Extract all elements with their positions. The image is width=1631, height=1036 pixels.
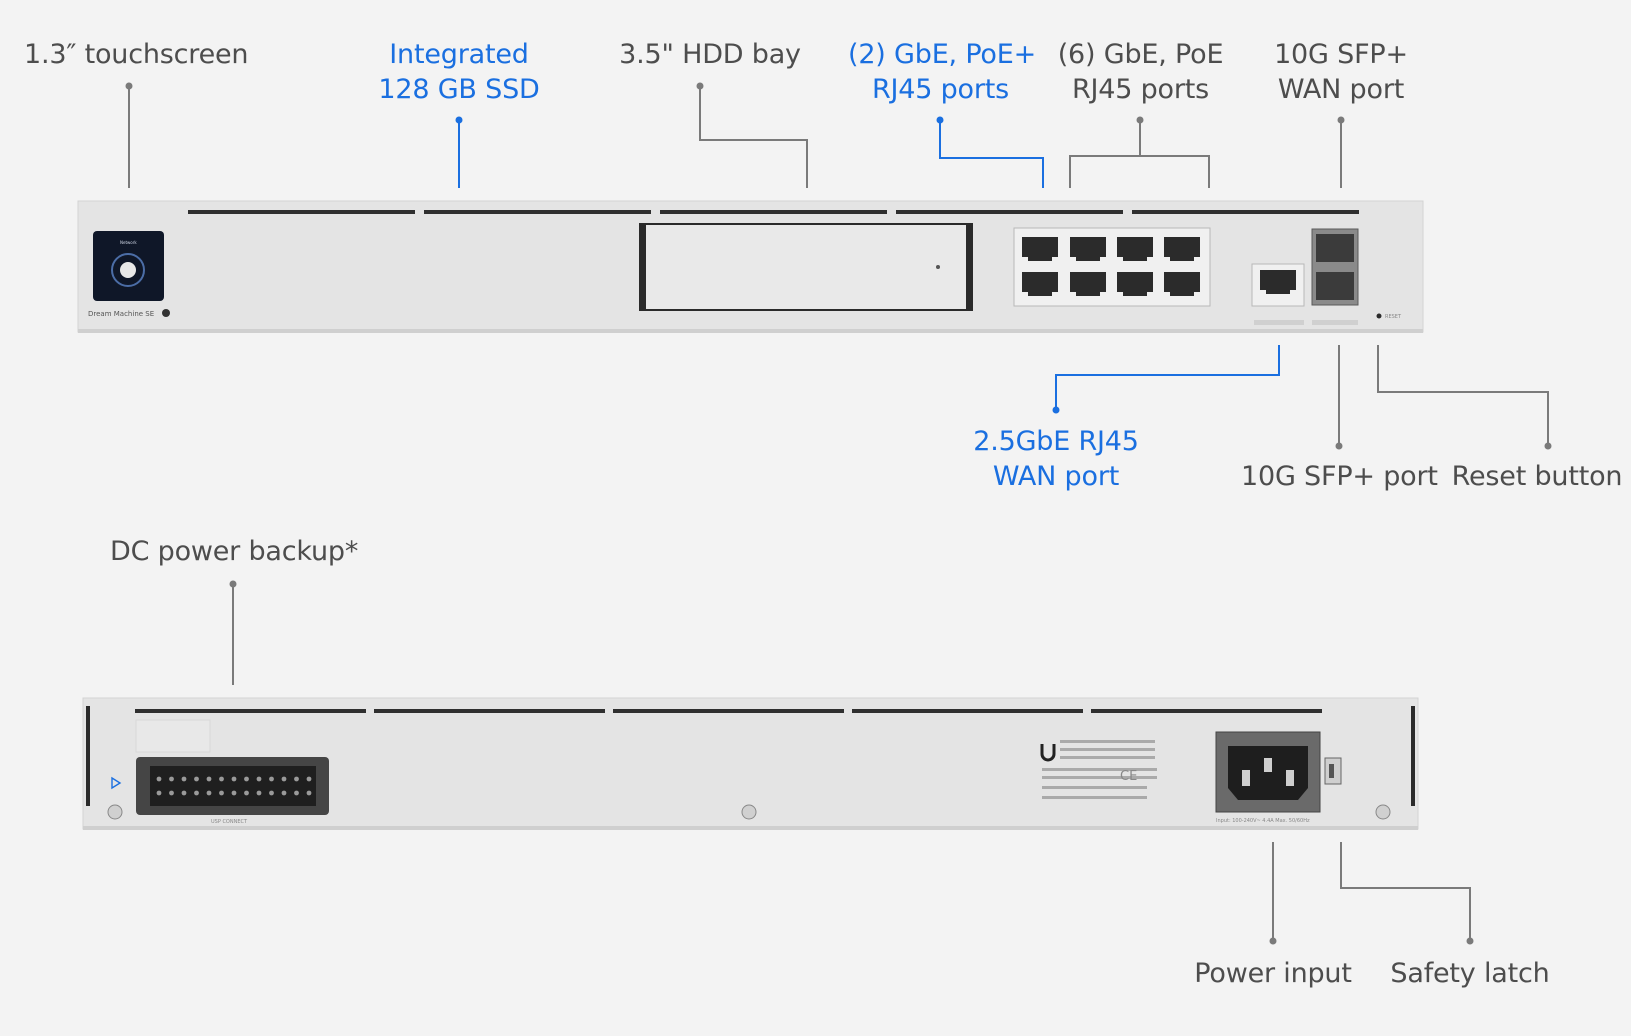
dc-connector-pin — [206, 790, 212, 796]
reset-pinhole — [1376, 313, 1382, 319]
dc-connector-pin — [256, 790, 262, 796]
status-led-icon — [111, 776, 122, 790]
dc-connector-pin — [181, 776, 187, 782]
label-sfp-port: 10G SFP+ port — [1241, 461, 1438, 492]
sfp-cages — [1311, 228, 1359, 325]
hdd-bay — [639, 223, 973, 311]
reset-text: RESET — [1385, 314, 1402, 320]
touchscreen-display: Network — [93, 231, 164, 301]
dc-connector-pin — [294, 790, 299, 796]
dc-connector-pin — [219, 790, 224, 796]
dc-connector-pin — [206, 776, 212, 782]
label-wan-2-5g-port: 2.5GbE RJ45 WAN port — [973, 426, 1139, 492]
dc-connector-pin — [281, 790, 287, 796]
label-poe-ports: (6) GbE, PoE RJ45 ports — [1057, 39, 1224, 105]
dc-connector-pin — [269, 790, 274, 796]
dc-connector-pin — [306, 776, 312, 782]
plus-logo-icon — [162, 309, 170, 317]
label-hdd-bay: 3.5" HDD bay — [619, 39, 801, 70]
dc-connector-pin — [219, 776, 224, 782]
dc-connector-pin — [244, 776, 249, 782]
label-sfp-wan-port: 10G SFP+ WAN port — [1274, 39, 1408, 105]
dc-connector-pin — [181, 790, 187, 796]
label-safety-latch: Safety latch — [1390, 958, 1550, 989]
dc-connector-pin — [194, 790, 199, 796]
dc-connector-pin — [244, 790, 249, 796]
label-poe-plus-ports: (2) GbE, PoE+ RJ45 ports — [848, 39, 1037, 105]
dc-connector-pin — [169, 776, 174, 782]
dc-connector-pin — [306, 790, 312, 796]
leader-dots — [125, 82, 1552, 945]
regulatory-label: CE — [1040, 740, 1157, 799]
label-reset-button: Reset button — [1451, 461, 1623, 492]
wan-2-5g-port — [1251, 263, 1305, 325]
front-panel: Network Dream Machine SE — [77, 200, 1424, 333]
label-dc-power-backup: DC power backup* — [110, 536, 359, 567]
dc-connector-pin — [156, 776, 162, 782]
svg-text:CE: CE — [1120, 769, 1137, 784]
dc-power-connector: USP CONNECT — [136, 757, 329, 825]
dc-connector-pin — [156, 790, 162, 796]
rear-vent-slots — [135, 709, 1322, 713]
rear-panel: USP CONNECT CE — [82, 697, 1419, 830]
dc-connector-pin — [269, 776, 274, 782]
power-inlet: Input: 100-240V~ 4.4A Max. 50/60Hz — [1215, 731, 1321, 824]
label-ssd: Integrated 128 GB SSD — [378, 39, 540, 105]
screen-label: Network — [120, 240, 137, 245]
model-name-label: Dream Machine SE — [88, 310, 154, 318]
label-power-input: Power input — [1194, 958, 1352, 989]
dc-connector-pin — [256, 776, 262, 782]
dc-connector-pin — [294, 776, 299, 782]
rj45-port-block — [1013, 227, 1211, 307]
dc-connector-pin — [194, 776, 199, 782]
dc-connector-pin — [231, 790, 237, 796]
dc-connector-pin — [231, 776, 237, 782]
dc-port-text: USP CONNECT — [211, 819, 248, 825]
front-vent-slots — [188, 210, 1359, 214]
power-rating-text: Input: 100-240V~ 4.4A Max. 50/60Hz — [1216, 818, 1310, 824]
dc-connector-pin — [281, 776, 287, 782]
dc-connector-pin — [169, 790, 174, 796]
screw-icons — [107, 804, 1391, 820]
leader-lines — [128, 86, 1549, 941]
label-touchscreen: 1.3″ touchscreen — [24, 39, 249, 70]
safety-latch — [1324, 757, 1342, 785]
